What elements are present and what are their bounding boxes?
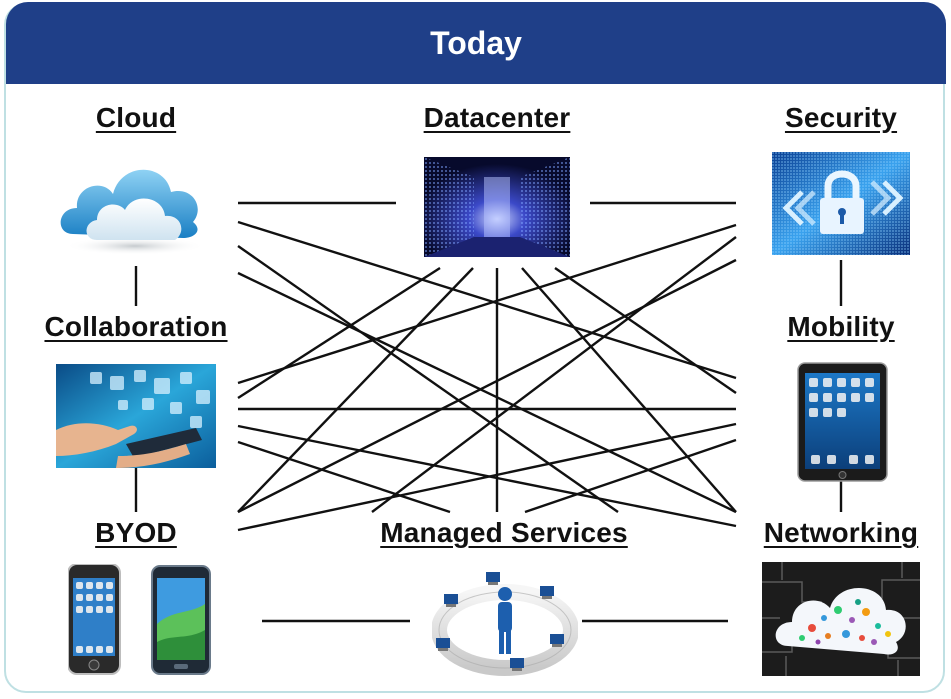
label-byod: BYOD <box>95 517 177 548</box>
link-mobility-managed <box>524 438 737 514</box>
label-security: Security <box>784 102 898 133</box>
label-datacenter: Datacenter <box>423 102 571 133</box>
link-collaboration-managed <box>237 440 451 514</box>
link-datacenter-collab <box>237 266 441 400</box>
link-security-collaboration <box>237 223 737 385</box>
server-racks-icon <box>424 157 570 257</box>
tablet-icon <box>797 362 888 484</box>
padlock-icon <box>772 152 910 255</box>
link-cloud-networking <box>237 271 737 514</box>
network-cloud-icon <box>762 562 920 676</box>
label-managed-services: Managed Services <box>380 517 628 548</box>
network-users-icon <box>432 568 578 680</box>
link-datacenter-byod <box>237 267 474 513</box>
link-cloud-mobility <box>237 220 737 380</box>
link-security-managed <box>371 236 737 513</box>
cloud-icon <box>53 138 218 262</box>
link-datacenter-mobility <box>554 267 737 394</box>
label-collaboration: Collaboration <box>44 311 228 342</box>
diagram-title: Today <box>6 2 946 84</box>
label-mobility: Mobility <box>787 311 895 342</box>
label-cloud: Cloud <box>95 102 177 133</box>
touch-screen-icon <box>56 364 216 468</box>
link-cloud-managed <box>237 245 619 513</box>
link-mobility-byod <box>237 422 737 532</box>
link-datacenter-networking <box>521 267 737 513</box>
smartphones-icon <box>68 564 214 676</box>
label-networking: Networking <box>763 517 919 548</box>
